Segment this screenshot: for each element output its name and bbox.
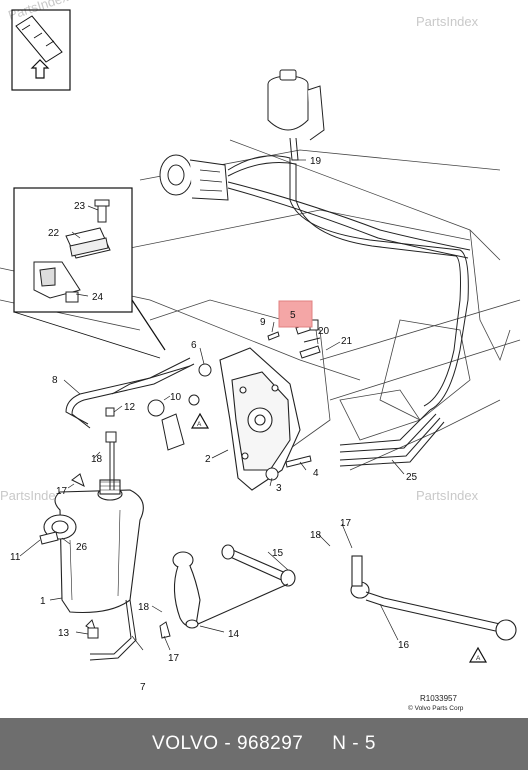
highlight-box-5 xyxy=(278,300,313,328)
reference-code: R1033957 xyxy=(420,694,457,703)
footer-brand: VOLVO xyxy=(152,733,219,754)
frame-outline xyxy=(0,139,521,471)
callout-3: 3 xyxy=(276,483,282,494)
warning-marker-2: A xyxy=(468,646,488,663)
callout-21: 21 xyxy=(341,336,353,347)
footer-gap xyxy=(303,733,332,755)
callout-24: 24 xyxy=(92,292,104,303)
callout-13: 13 xyxy=(58,628,70,639)
callout-5: 5 xyxy=(290,310,296,321)
callout-18-b: 18 xyxy=(138,602,150,613)
footer-separator-1: - xyxy=(218,733,237,754)
callout-25: 25 xyxy=(406,472,418,483)
power-steering-pump xyxy=(159,154,229,201)
callout-20: 20 xyxy=(318,326,330,337)
svg-text:A: A xyxy=(197,421,202,428)
pitman-arm-14 xyxy=(172,551,201,629)
mount-10 xyxy=(147,399,185,451)
svg-text:A: A xyxy=(476,655,481,662)
callout-14: 14 xyxy=(228,629,240,640)
exploded-view-drawing: PartsIndex PartsIndex PartsIndex PartsIn… xyxy=(0,0,521,712)
warning-marker-1: A xyxy=(190,412,210,429)
callout-11: 11 xyxy=(10,552,21,563)
callout-8: 8 xyxy=(52,375,58,386)
callout-16: 16 xyxy=(398,640,410,651)
callout-17-c: 17 xyxy=(340,518,352,529)
callout-10: 10 xyxy=(170,392,182,403)
copyright-text: © Volvo Parts Corp xyxy=(408,704,464,712)
callout-18-c: 18 xyxy=(310,530,322,541)
gear-bracket-2 xyxy=(219,347,301,491)
callout-7: 7 xyxy=(140,682,146,693)
watermark-mid-right: PartsIndex xyxy=(416,488,479,503)
callout-6: 6 xyxy=(191,340,197,351)
callout-18-a: 18 xyxy=(91,454,103,465)
hose-lines-upper xyxy=(227,155,471,411)
fluid-reservoir xyxy=(267,69,325,161)
callout-1: 1 xyxy=(40,596,46,607)
watermark-top-left: PartsIndex xyxy=(6,0,70,23)
parts-diagram: PartsIndex PartsIndex PartsIndex PartsIn… xyxy=(0,0,521,712)
footer-part-number: 968297 xyxy=(236,733,304,754)
orientation-icon xyxy=(11,9,71,91)
tie-rod-16 xyxy=(350,555,517,641)
steering-gear-box xyxy=(43,479,144,614)
callout-26: 26 xyxy=(76,542,88,553)
callout-22: 22 xyxy=(48,228,60,239)
callout-2: 2 xyxy=(205,454,211,465)
callout-15: 15 xyxy=(272,548,284,559)
pressure-pipe-25 xyxy=(339,409,445,467)
footer-position: N - 5 xyxy=(332,733,376,754)
watermark-mid-left: PartsIndex xyxy=(0,488,63,503)
footer-bar: VOLVO - 968297 N - 5 xyxy=(0,718,528,770)
leader-lines xyxy=(19,159,405,651)
fasteners xyxy=(39,319,321,639)
callout-23: 23 xyxy=(74,201,86,212)
callout-12: 12 xyxy=(124,402,136,413)
drag-link-15 xyxy=(197,544,296,625)
callout-19: 19 xyxy=(310,156,322,167)
callout-4: 4 xyxy=(313,468,319,479)
callout-17-b: 17 xyxy=(168,653,180,664)
callout-17-a: 17 xyxy=(56,486,68,497)
watermark-top-right: PartsIndex xyxy=(416,14,479,29)
callout-9: 9 xyxy=(260,317,266,328)
